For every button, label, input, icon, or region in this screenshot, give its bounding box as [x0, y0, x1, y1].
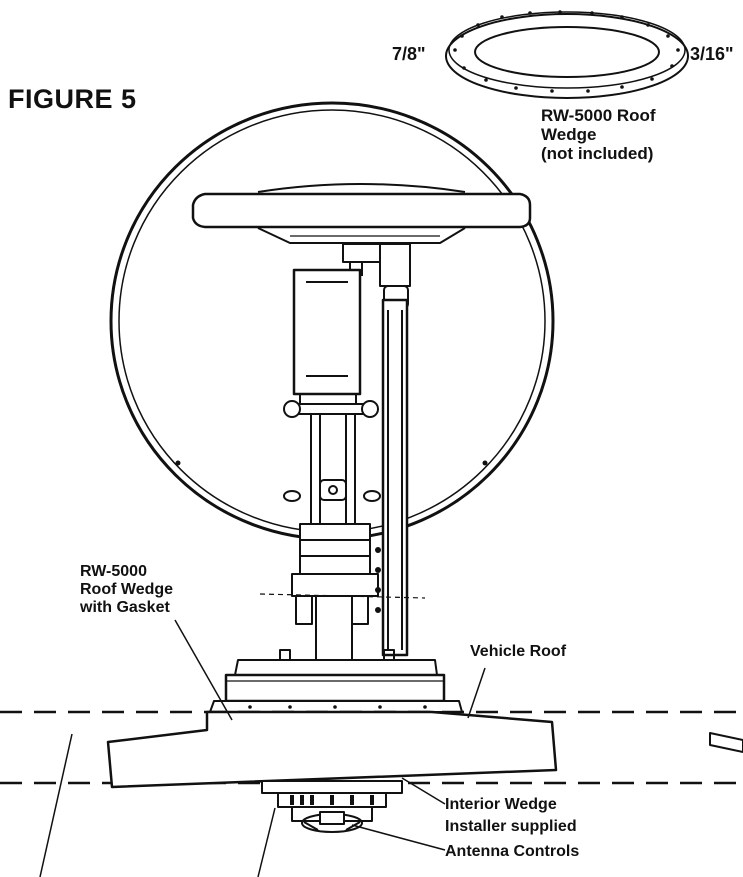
- ring-caption-line: Wedge: [541, 125, 597, 145]
- interior-wedge-callout: Interior Wedge: [445, 796, 557, 813]
- wedge-with-gasket-callout: RW-5000 Roof Wedge with Gasket: [80, 563, 173, 617]
- roof-wedge-ring-illustration: [445, 10, 689, 99]
- ring-caption-line: RW-5000 Roof: [541, 106, 656, 125]
- wedge-gasket-line: with Gasket: [80, 598, 170, 616]
- ring-caption: RW-5000 Roof Wedge (not included): [541, 106, 656, 163]
- ring-right-dimension: 3/16": [690, 44, 734, 64]
- antenna-controls-unit: [261, 780, 403, 833]
- vehicle-roof-callout: Vehicle Roof: [470, 643, 567, 660]
- antenna-controls-callout: Antenna Controls: [445, 843, 580, 860]
- antenna-base: [209, 659, 463, 713]
- interior-wedge-plate: [106, 710, 743, 789]
- feed-horn-unit: [191, 183, 532, 309]
- wedge-gasket-line: Roof Wedge: [80, 580, 174, 598]
- ring-caption-line: (not included): [541, 144, 654, 164]
- antenna-mast: [259, 268, 426, 661]
- callout-leader-lines: [39, 619, 486, 877]
- wedge-gasket-line: RW-5000: [80, 563, 147, 580]
- ring-left-dimension: 7/8": [392, 44, 426, 64]
- installer-supplied-callout: Installer supplied: [445, 818, 577, 835]
- figure-title: FIGURE 5: [8, 84, 137, 114]
